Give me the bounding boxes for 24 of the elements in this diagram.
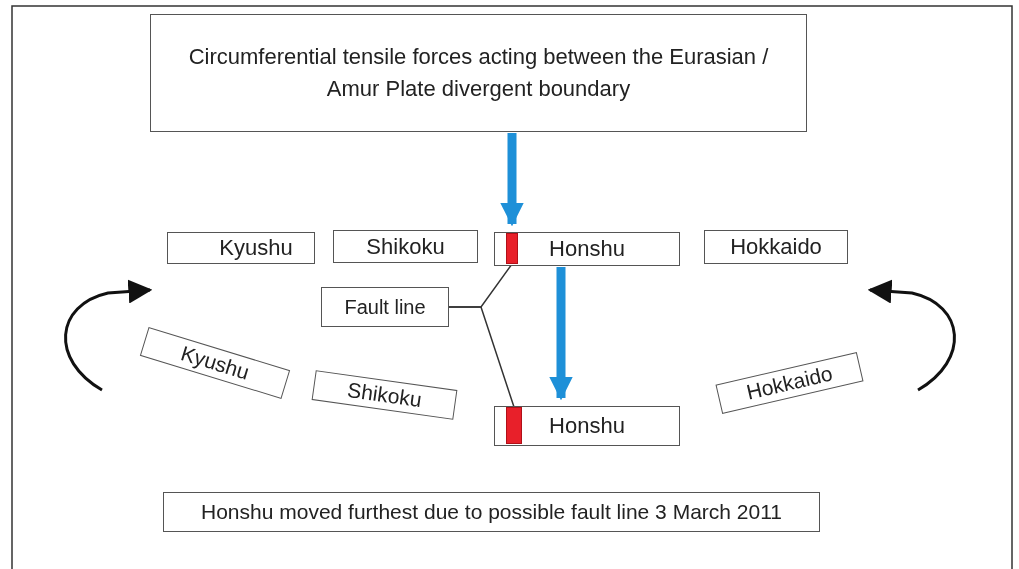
caption-text: Honshu moved furthest due to possible fault line 3 March 2011 [201,498,782,525]
island-name: Kyushu [219,234,293,263]
island-name: Honshu [549,235,625,264]
caption-box [163,492,820,532]
island-name: Hokkaido [743,360,836,406]
heading-box [150,14,807,132]
island-box [333,230,478,263]
island-box [494,232,680,266]
fault-marker [506,233,518,264]
block-arrow [500,133,524,227]
island-name: Honshu [549,412,625,441]
heading-text: Circumferential tensile forces acting between the Eurasian / Amur Plate divergent boundary [187,43,770,103]
fault-marker [506,407,522,444]
island-box [494,406,680,446]
block-arrow [549,267,573,401]
callout-text: Fault line [344,294,426,320]
island-name: Kyushu [177,340,253,386]
island-box [704,230,848,264]
island-box [167,232,315,264]
callout-box [321,287,449,327]
island-name: Hokkaido [730,233,822,262]
leader-line [448,306,515,408]
island-name: Shikoku [345,376,424,413]
island-name: Shikoku [366,232,445,261]
